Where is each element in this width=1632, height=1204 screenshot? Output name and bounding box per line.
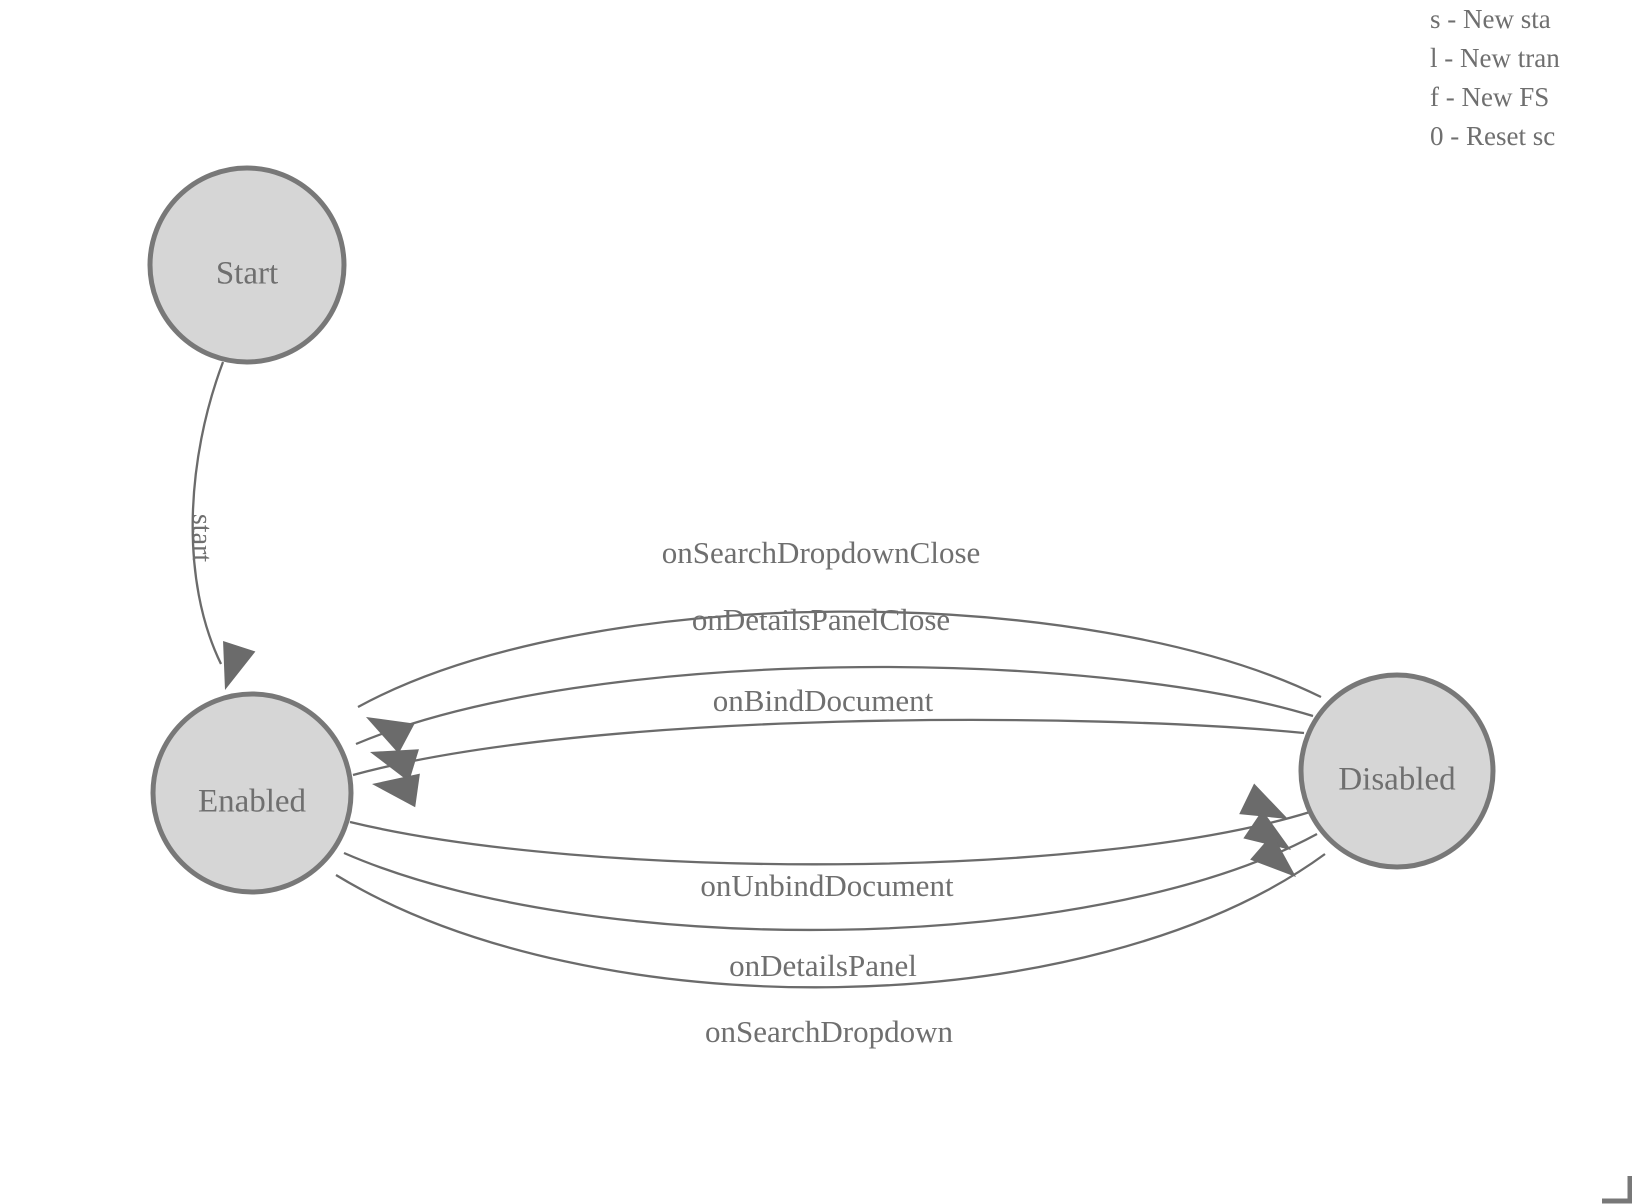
help-line-reset-scale: 0 - Reset sc <box>1430 121 1556 151</box>
edge-label-disabled-to-enabled-details-close: onDetailsPanelClose <box>692 602 950 637</box>
edge-label-disabled-to-enabled-search-close: onSearchDropdownClose <box>662 535 981 570</box>
arrow-into-enabled-top <box>223 640 256 690</box>
keyboard-shortcuts-overlay: s - New sta l - New tran f - New FS 0 - … <box>1430 0 1632 156</box>
edge-label-start-to-enabled: start <box>186 514 217 562</box>
node-label-disabled: Disabled <box>1338 762 1456 798</box>
arrow-into-enabled-a <box>366 717 415 754</box>
arrow-into-enabled-b <box>370 749 419 782</box>
edge-label-disabled-to-enabled-bind: onBindDocument <box>713 683 934 718</box>
node-enabled[interactable]: Enabled <box>150 691 354 895</box>
edge-labels-group: start onSearchDropdownClose onDetailsPanel… <box>186 514 980 1049</box>
arrowheads-group <box>223 640 1296 877</box>
arrow-into-disabled-c <box>1250 833 1296 877</box>
edge-enabled-to-disabled-details[interactable] <box>343 832 1318 932</box>
edge-label-enabled-to-disabled-unbind: onUnbindDocument <box>700 868 954 903</box>
node-disabled[interactable]: Disabled <box>1298 672 1496 870</box>
edge-enabled-to-disabled-unbind[interactable] <box>349 810 1311 866</box>
arrow-into-enabled-c <box>372 773 420 808</box>
edge-disabled-to-enabled-bind[interactable] <box>352 718 1305 777</box>
edge-label-enabled-to-disabled-details: onDetailsPanel <box>729 948 917 983</box>
node-label-enabled: Enabled <box>198 784 307 820</box>
edge-start-to-enabled[interactable] <box>191 361 225 665</box>
node-circle-start[interactable] <box>147 165 347 365</box>
help-line-new-transition: l - New tran <box>1430 43 1560 73</box>
node-start[interactable]: Start <box>147 165 347 365</box>
viewport-corner-path[interactable] <box>1602 1176 1632 1204</box>
node-label-start: Start <box>216 256 278 292</box>
node-circle-disabled[interactable] <box>1298 672 1496 870</box>
help-line-new-state: s - New sta <box>1430 4 1551 34</box>
viewport-corner-mark <box>1602 1176 1632 1204</box>
help-line-new-fsm: f - New FS <box>1430 82 1550 112</box>
edge-disabled-to-enabled-search-close[interactable] <box>357 610 1322 709</box>
edge-label-enabled-to-disabled-search: onSearchDropdown <box>705 1014 953 1049</box>
arrow-into-disabled-b <box>1243 810 1291 850</box>
edge-enabled-to-disabled-search[interactable] <box>335 853 1326 989</box>
arrow-into-disabled-a <box>1239 783 1288 819</box>
edges-group <box>191 361 1326 989</box>
node-circle-enabled[interactable] <box>150 691 354 895</box>
edge-disabled-to-enabled-details-close[interactable] <box>355 665 1314 746</box>
